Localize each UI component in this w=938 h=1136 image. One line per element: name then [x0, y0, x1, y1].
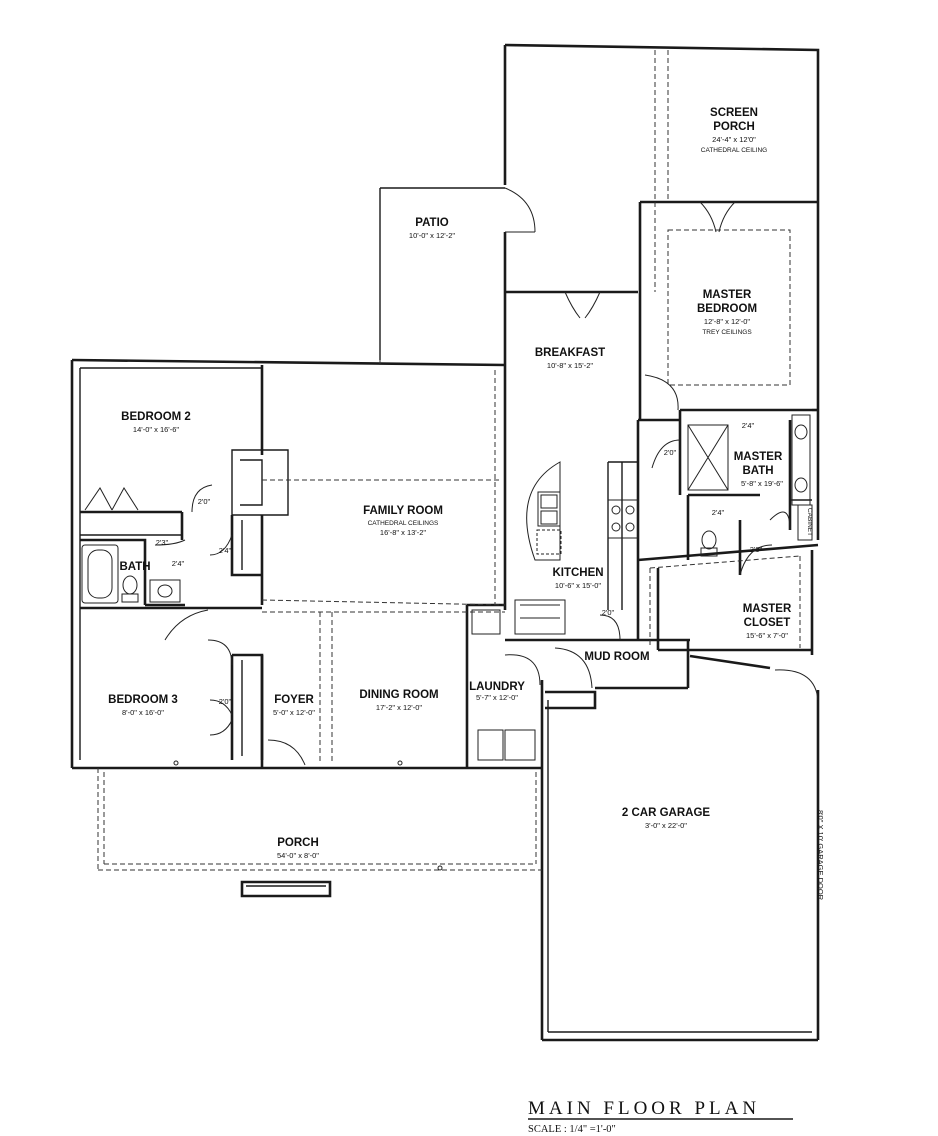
bedroom2-dim: 14'-0" x 16'-6" [133, 425, 179, 434]
bath-dim-2-4: 2'4" [172, 559, 185, 568]
door-dim-bed2: 2'0" [198, 497, 211, 506]
family-room-dim: 16'-8" x 13'-2" [380, 528, 426, 537]
mud-room-label: MUD ROOM [584, 651, 649, 663]
master-bedroom-note: TREY CEILINGS [702, 329, 752, 336]
dining-room-dim: 17'-2" x 12'-0" [376, 703, 422, 712]
master-bedroom-label-2: BEDROOM [697, 303, 757, 315]
porch-step [240, 880, 332, 898]
foyer-label: FOYER [274, 694, 314, 706]
bedroom3-dim: 8'-0" x 16'-0" [122, 708, 164, 717]
plan-scale: SCALE : 1/4" =1'-0" [528, 1124, 616, 1135]
master-closet-dim: 15'-6" x 7'-0" [746, 631, 788, 640]
exterior-walls [70, 43, 820, 1042]
screen-porch-label-2: PORCH [713, 121, 755, 133]
bath-dim-2-3: 2'3" [156, 538, 169, 547]
closet-dim-hall: 2'4" [219, 546, 232, 555]
screen-porch-note: CATHEDRAL CEILING [701, 147, 767, 154]
dining-room-label: DINING ROOM [359, 689, 438, 701]
master-bath-label-2: BATH [742, 465, 773, 477]
foyer-dim: 5'-0" x 12'-0" [273, 708, 315, 717]
room-labels: SCREEN PORCH 24'-4" x 12'0" CATHEDRAL CE… [108, 107, 792, 860]
plan-title: MAIN FLOOR PLAN [528, 1098, 760, 1119]
master-bath-label-1: MASTER [734, 451, 783, 463]
screen-porch-label-1: SCREEN [710, 107, 758, 119]
dimension-labels: 2'0" 2'4" 2'3" 2'4" 2'0" 2'0" 2'0" 2'4" … [156, 421, 825, 901]
master-dim-mid: 2'4" [712, 508, 725, 517]
fixtures [81, 414, 813, 871]
bath-label: BATH [119, 561, 150, 573]
bedroom2-label: BEDROOM 2 [121, 411, 191, 423]
master-bedroom-label-1: MASTER [703, 289, 752, 301]
kitchen-dim-bottom: 2'0" [602, 608, 615, 617]
doors [84, 187, 819, 766]
screen-porch-dim: 24'-4" x 12'0" [712, 135, 756, 144]
master-closet-label-1: MASTER [743, 603, 792, 615]
cabinet-label: CABINET [806, 508, 813, 536]
kitchen-dim: 10'-6" x 15'-0" [555, 581, 601, 590]
master-bedroom-dim: 12'-8" x 12'-0" [704, 317, 750, 326]
master-dim-top: 2'4" [742, 421, 755, 430]
garage-label: 2 CAR GARAGE [622, 807, 711, 819]
laundry-dim: 5'-7" x 12'-0" [476, 693, 518, 702]
patio-dim: 10'-0" x 12'-2" [409, 231, 455, 240]
master-closet-label-2: CLOSET [744, 617, 791, 629]
breakfast-label: BREAKFAST [535, 347, 605, 359]
closet-dim-bed3: 2'0" [219, 697, 232, 706]
porch-dim: 54'-0" x 8'-0" [277, 851, 319, 860]
garage-door-label: 8'0" X 10' GARAGE DOOR [816, 810, 825, 901]
family-room-note: CATHEDRAL CEILINGS [368, 520, 439, 527]
master-bath-dim: 5'-8" x 19'-6" [741, 479, 783, 488]
kitchen-label: KITCHEN [552, 567, 603, 579]
bedroom3-label: BEDROOM 3 [108, 694, 178, 706]
laundry-label: LAUNDRY [469, 681, 525, 693]
patio-label: PATIO [415, 217, 448, 229]
master-dim-2-0: 2'0" [750, 545, 763, 554]
garage-dim: 3'-0" x 22'-0" [645, 821, 687, 830]
dashed-lines [97, 50, 801, 871]
porch-label: PORCH [277, 837, 319, 849]
kitchen-dim-top: 2'0" [664, 448, 677, 457]
family-room-label: FAMILY ROOM [363, 505, 443, 517]
breakfast-dim: 10'-8" x 15'-2" [547, 361, 593, 370]
